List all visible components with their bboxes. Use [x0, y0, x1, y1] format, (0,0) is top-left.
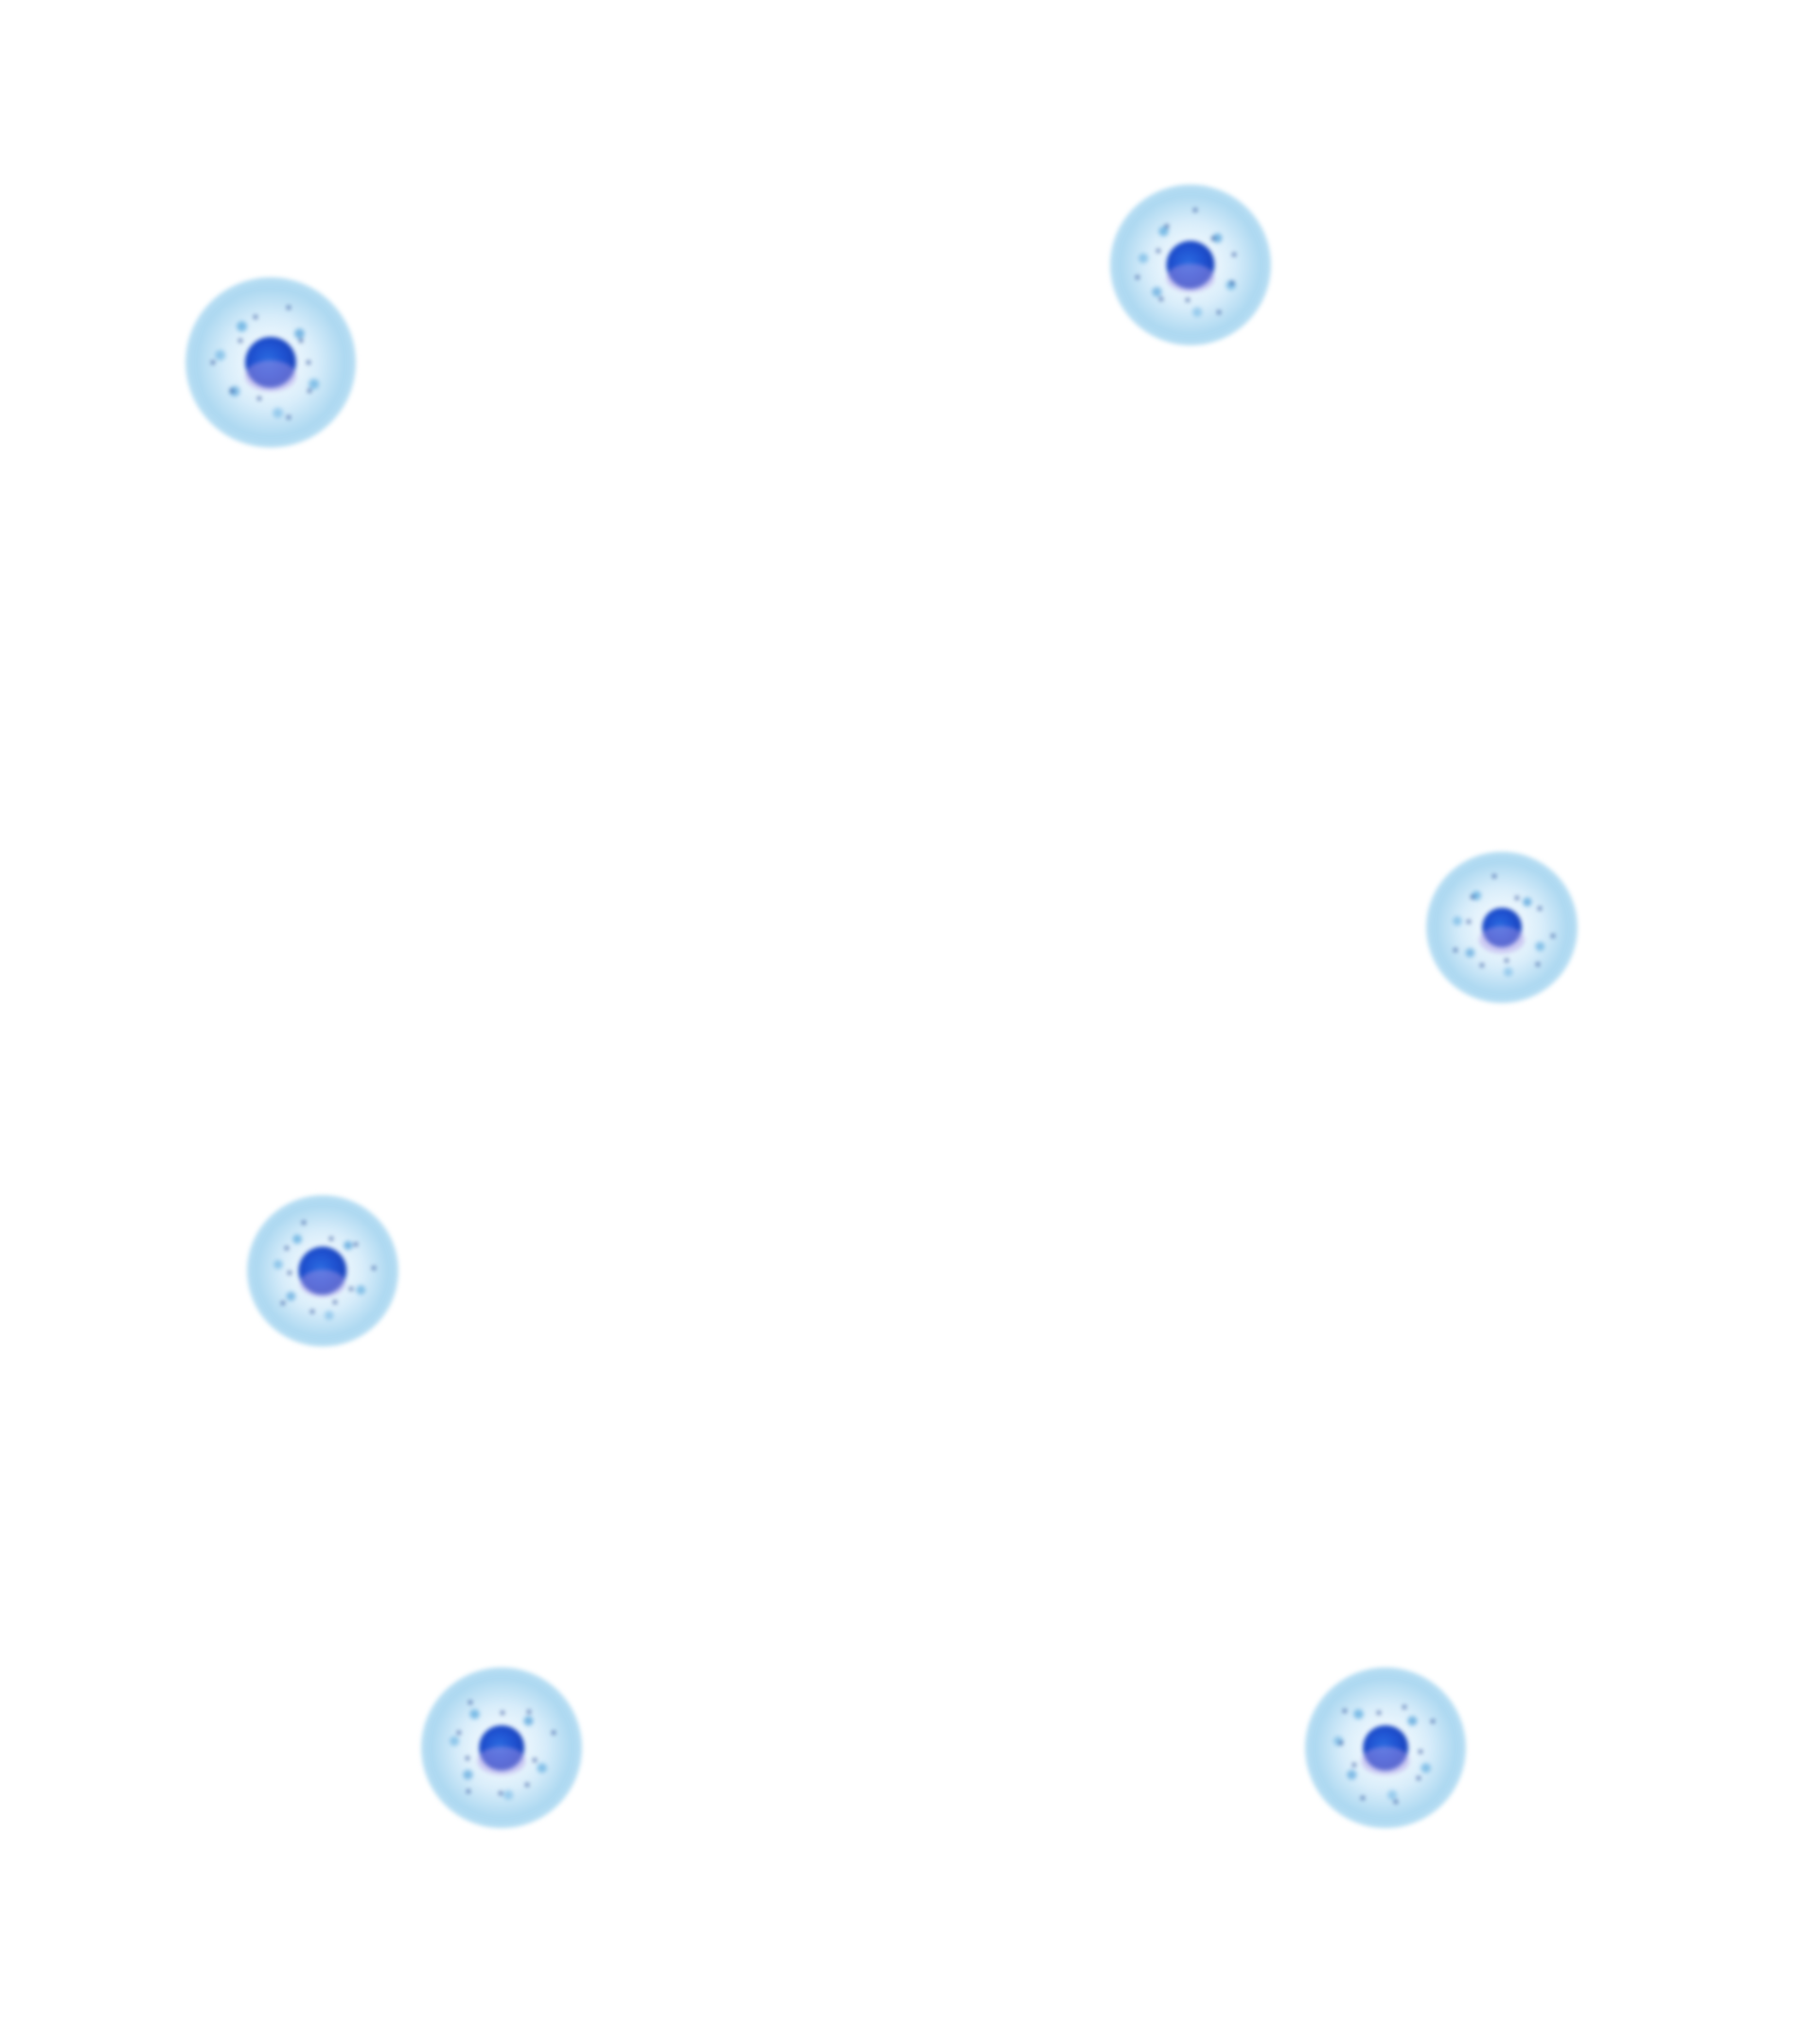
- speckle-dot: [1343, 1708, 1348, 1713]
- speckle-dot: [1135, 275, 1139, 280]
- speckle-dot: [1192, 208, 1197, 213]
- droplet-ring-dots: [1110, 185, 1271, 345]
- speckle-dot: [309, 1310, 314, 1314]
- speckle-dot: [1376, 1711, 1381, 1716]
- droplet-6: [1305, 1667, 1466, 1828]
- droplet-ring-dots: [247, 1195, 398, 1347]
- speckle-dot: [1535, 962, 1540, 967]
- speckle-dot: [1232, 253, 1237, 257]
- speckle-dot: [332, 1299, 337, 1304]
- droplet-1: [185, 277, 356, 448]
- speckle-dot: [286, 415, 291, 420]
- speckle-dot: [1155, 249, 1160, 254]
- droplet-ring-dots: [1426, 852, 1578, 1003]
- speckle-dot: [533, 1757, 538, 1762]
- speckle-dot: [230, 388, 235, 393]
- speckle-dot: [280, 1301, 285, 1306]
- droplet-2: [1110, 185, 1271, 345]
- speckle-dot: [306, 361, 310, 364]
- speckle-dot: [1165, 224, 1170, 229]
- speckle-dot: [466, 1788, 470, 1793]
- speckle-dot: [328, 1236, 333, 1241]
- speckle-dot: [501, 1710, 505, 1715]
- droplet-core: [1363, 1725, 1408, 1771]
- speckle-dot: [1467, 919, 1472, 924]
- droplet-core: [298, 1246, 347, 1295]
- droplet-core-tint: [245, 361, 296, 392]
- speckle-dot: [1515, 895, 1520, 900]
- speckle-dot: [1338, 1740, 1343, 1745]
- droplet-ring-dots: [421, 1667, 582, 1828]
- droplet-core-tint: [1479, 925, 1525, 954]
- speckle-dot: [1402, 1704, 1406, 1709]
- speckle-dot: [1394, 1799, 1399, 1804]
- droplet-core: [1482, 907, 1522, 947]
- speckle-dot: [1538, 907, 1543, 911]
- speckle-dot: [1454, 947, 1458, 952]
- speckle-dot: [287, 1270, 291, 1275]
- speckle-dot: [1229, 280, 1234, 285]
- speckle-dot: [552, 1730, 556, 1735]
- speckle-dot: [1492, 874, 1497, 879]
- speckle-dot: [256, 396, 261, 400]
- speckle-dot: [1550, 934, 1555, 939]
- speckle-dot: [1504, 958, 1508, 962]
- speckle-dot: [238, 338, 242, 343]
- droplet-core: [245, 337, 296, 388]
- speckle-dot: [254, 315, 258, 320]
- speckle-dot: [1211, 236, 1216, 240]
- speckle-dot: [285, 1245, 290, 1250]
- speckle-dot: [1470, 894, 1474, 899]
- droplet-core-tint: [477, 1746, 526, 1775]
- speckle-dot: [498, 1790, 503, 1795]
- droplet-4: [247, 1195, 398, 1347]
- speckle-dot: [466, 1755, 470, 1760]
- droplet-core: [479, 1725, 524, 1771]
- speckle-dot: [372, 1265, 377, 1270]
- speckle-dot: [210, 361, 215, 364]
- speckle-dot: [468, 1700, 473, 1705]
- droplet-5: [421, 1667, 582, 1828]
- droplet-core-tint: [1166, 263, 1215, 292]
- speckle-dot: [1360, 1795, 1365, 1800]
- speckle-dot: [299, 338, 304, 343]
- droplet-ring-dots: [1305, 1667, 1466, 1828]
- speckle-dot: [1480, 962, 1485, 967]
- droplet-core: [1166, 240, 1215, 290]
- speckle-dot: [527, 1710, 532, 1715]
- speckle-dot: [1216, 309, 1221, 314]
- speckle-dot: [1158, 296, 1163, 301]
- speckle-dot: [1185, 298, 1190, 303]
- speckle-dot: [1419, 1750, 1423, 1754]
- droplet-core-tint: [1361, 1746, 1410, 1775]
- speckle-dot: [302, 1221, 307, 1225]
- speckle-dot: [286, 305, 291, 309]
- droplet-ring-dots: [185, 277, 356, 448]
- speckle-dot: [1417, 1776, 1421, 1781]
- speckle-dot: [1352, 1763, 1357, 1768]
- droplet-core-tint: [300, 1269, 345, 1297]
- speckle-dot: [1431, 1718, 1436, 1723]
- speckle-dot: [348, 1287, 353, 1292]
- speckle-dot: [307, 388, 311, 393]
- droplet-3: [1426, 852, 1578, 1003]
- speckle-dot: [524, 1783, 529, 1788]
- speckle-dot: [457, 1730, 462, 1735]
- speckle-dot: [353, 1242, 358, 1246]
